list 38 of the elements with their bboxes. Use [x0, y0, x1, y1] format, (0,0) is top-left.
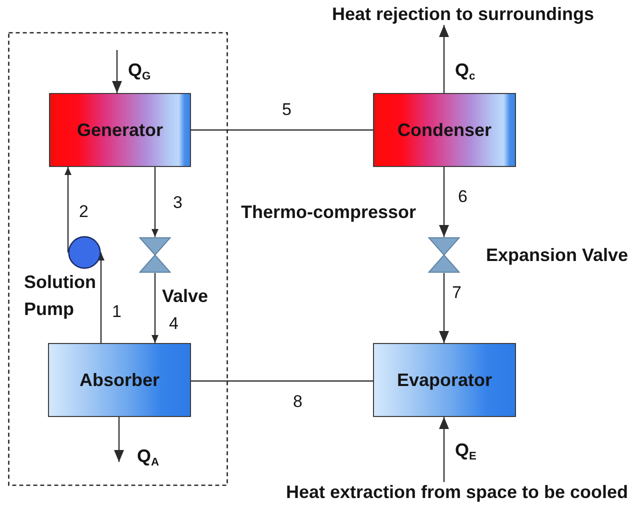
edge-label: 1: [112, 302, 122, 322]
arrow: [114, 417, 124, 462]
process-box: [373, 343, 516, 417]
edge-label: 5: [282, 100, 292, 120]
component-label: Evaporator: [396, 369, 492, 391]
group-label: Thermo-compressor: [241, 201, 416, 223]
arrow: [439, 417, 449, 482]
annotation-text: Heat rejection to surroundings: [332, 4, 594, 25]
edge-label: 4: [169, 314, 178, 334]
arrow: [64, 167, 72, 252]
arrow: [152, 167, 158, 237]
edge-label: 8: [293, 392, 302, 412]
valve-symbol: [428, 237, 460, 273]
arrow: [112, 50, 122, 93]
annotation-text: Heat extraction from space to be cooled: [286, 482, 628, 503]
arrow: [439, 25, 449, 93]
arrow: [439, 167, 449, 237]
edge-label: 7: [452, 283, 462, 303]
process-box: [49, 93, 191, 167]
edge-label: Q$_{G}$: [128, 59, 151, 81]
edge-label: 2: [79, 202, 88, 222]
arrow: [152, 273, 158, 343]
edge-label: Q$_{c}$: [455, 59, 476, 81]
pump-symbol: [68, 236, 101, 269]
edge-label: Q$_{A}$: [137, 445, 160, 467]
component-label: Expansion Valve: [486, 244, 628, 266]
connector-line: [191, 129, 373, 131]
component-label: Solution Pump: [24, 271, 96, 321]
arrow: [98, 252, 104, 343]
connector-line: [191, 380, 373, 382]
valve-symbol: [139, 237, 171, 273]
edge-label: Q$_{E}$: [455, 439, 476, 461]
component-label: Valve: [162, 285, 208, 307]
edge-label: 6: [458, 187, 468, 207]
component-label: Absorber: [79, 369, 160, 391]
process-box: [48, 343, 191, 417]
edge-label: 3: [173, 193, 182, 213]
arrow: [439, 273, 449, 343]
